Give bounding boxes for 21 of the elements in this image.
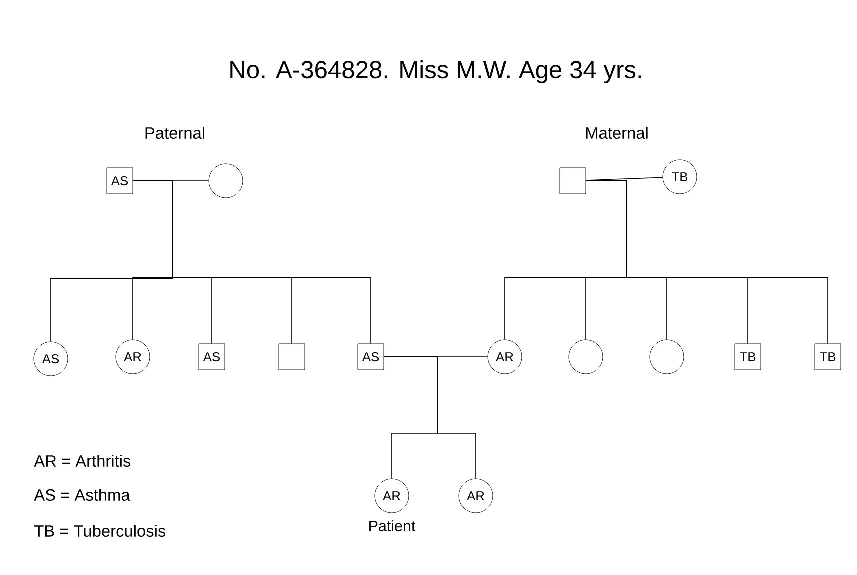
female-circle [568, 340, 604, 374]
male-square: TB [734, 344, 762, 370]
marriage-line [586, 177, 664, 181]
descent-line [586, 180, 828, 344]
male-square: TB [814, 344, 842, 370]
key-text: AS = Asthma [34, 488, 130, 502]
male-square: AS [198, 344, 226, 370]
descent-line [384, 356, 476, 480]
beside-label: Patient [370, 520, 416, 532]
descent-line [132, 180, 372, 344]
title: No. A-364828. Miss M.W. Age 34 yrs. [230, 60, 642, 84]
male-square [278, 344, 306, 370]
side-label: Paternal [146, 126, 204, 140]
male-square [560, 168, 586, 194]
key-text: TB = Tuberculosis [34, 524, 166, 538]
male-square: AS [358, 344, 384, 370]
key-text: AR = Arthritis [34, 454, 131, 468]
side-label: Maternal [586, 126, 648, 140]
female-circle [650, 340, 684, 374]
female-circle [208, 164, 244, 198]
male-square: AS [106, 168, 134, 194]
